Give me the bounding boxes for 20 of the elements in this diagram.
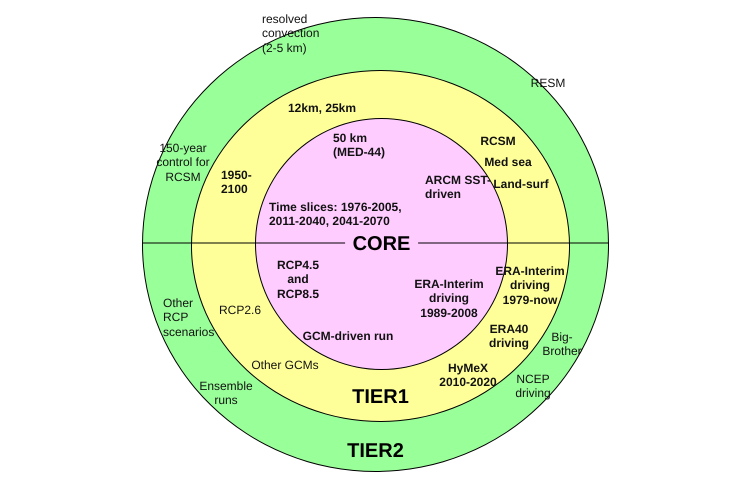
annotation-text: Other GCMs [250,358,320,372]
annotation-text: Other RCP scenarios [163,296,216,340]
annotation-text: 50 km (MED-44) [333,131,386,160]
annotation-text: Med sea [483,155,533,170]
annotation-text: NCEP driving [514,372,552,401]
annotation-text: HyMeX 2010-2020 [438,361,498,390]
tier-title: TIER2 [347,441,404,461]
annotation-text: ERA40 driving [488,322,530,351]
annotation-text: Time slices: 1976-2005, 2011-2040, 2041-2070 [269,200,403,229]
annotation-text: Ensemble runs [198,379,254,408]
annotation-text: RCP2.6 [218,303,262,318]
annotation-text: GCM-driven run [302,329,394,344]
annotation-text: 12km, 25km [286,101,358,116]
annotation-text: ARCM SST-driven [425,173,492,202]
annotation-text: ERA-Interim driving 1989-2008 [413,277,485,320]
tier-title: TIER1 [352,387,409,407]
annotation-text: 1950- 2100 [221,168,253,197]
annotation-text: RCSM [479,134,517,148]
annotation-text: RCP4.5 and RCP8.5 [276,258,320,302]
annotation-text: Big- Brother [541,330,583,359]
